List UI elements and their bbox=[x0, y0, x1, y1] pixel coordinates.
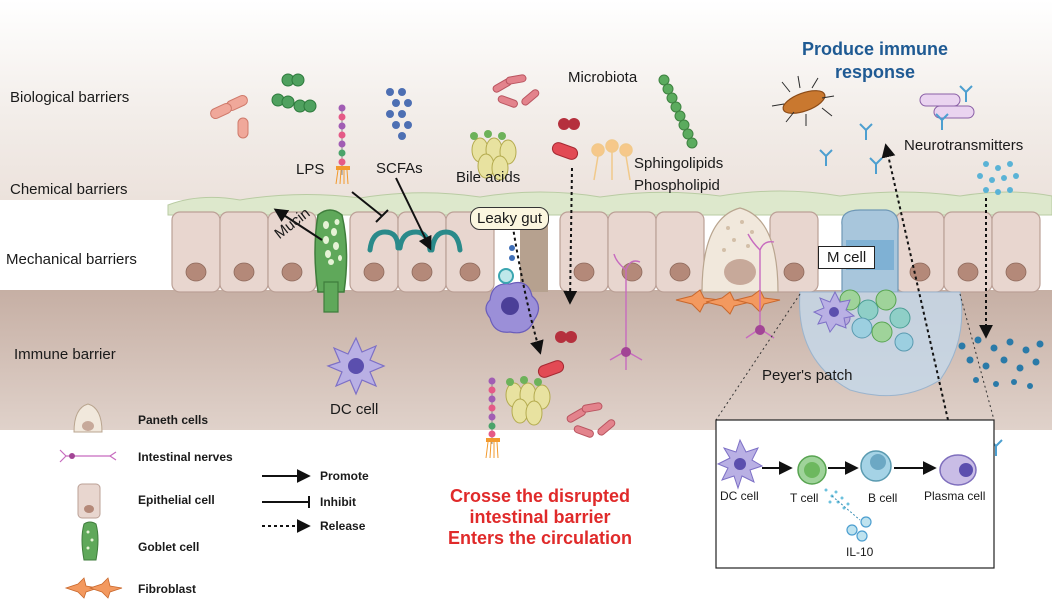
label-dc-cell: DC cell bbox=[330, 401, 379, 418]
neurotransmitters-top bbox=[977, 161, 1019, 195]
legend-label-nerves: Intestinal nerves bbox=[138, 450, 233, 464]
lps-top bbox=[335, 104, 350, 185]
legend-fibroblast-icon bbox=[64, 577, 123, 599]
diplococci-red bbox=[555, 118, 580, 343]
legend-label-release: Release bbox=[320, 519, 366, 533]
crosse-line1: Crosse the disrupted bbox=[449, 486, 631, 506]
inset-box bbox=[715, 419, 995, 569]
crosse-barrier-text: Crosse the disrupted intestinal barrier … bbox=[430, 486, 650, 550]
promote-arrows bbox=[273, 177, 432, 251]
legend-paneth-icon bbox=[73, 403, 103, 433]
inhibit-arrow bbox=[351, 191, 389, 223]
label-sphingolipids: Sphingolipids bbox=[634, 155, 724, 172]
label-neurotransmitters: Neurotransmitters bbox=[904, 137, 1024, 154]
inset-cells bbox=[716, 438, 977, 490]
produce-immune-response: Produce immune response bbox=[780, 38, 970, 83]
bacteria-pink-bottom bbox=[566, 402, 616, 438]
fibroblasts bbox=[675, 289, 781, 315]
label-phospholipid: Phospholipid bbox=[634, 177, 720, 194]
macrophage bbox=[485, 245, 540, 334]
label-leaky-gut: Leaky gut bbox=[470, 207, 550, 230]
legend-epithelial-icon bbox=[77, 483, 101, 519]
paneth-crypt bbox=[701, 207, 779, 293]
crosse-line3: Enters the circulation bbox=[447, 528, 633, 549]
bile-acids-bottom bbox=[505, 382, 551, 426]
microbiota-chain bbox=[658, 74, 698, 149]
label-microbiota: Microbiota bbox=[568, 69, 638, 86]
bile-green-bottom bbox=[506, 376, 542, 386]
legend-label-fibroblast: Fibroblast bbox=[138, 582, 197, 596]
legend-label-paneth: Paneth cells bbox=[138, 413, 209, 427]
legend-label-epithelial: Epithelial cell bbox=[138, 493, 215, 507]
bacteria-cocci-green bbox=[271, 73, 317, 113]
label-peyers-patch: Peyer's patch bbox=[762, 367, 853, 384]
bacteria-bacilli-pink bbox=[210, 94, 249, 139]
mucus-layer bbox=[167, 190, 1052, 216]
label-bile-acids: Bile acids bbox=[456, 169, 521, 186]
dc-cell bbox=[326, 336, 386, 396]
produce-immune-line1: Produce immune bbox=[801, 39, 949, 59]
neurotransmitters-bottom bbox=[958, 336, 1044, 389]
inset-label-b-cell: B cell bbox=[868, 491, 898, 505]
il10-molecules bbox=[846, 516, 872, 542]
label-lps: LPS bbox=[296, 161, 325, 178]
bacteria-pink-top bbox=[492, 74, 540, 108]
bacilli-red bbox=[537, 142, 579, 378]
label-biological-barriers: Biological barriers bbox=[10, 89, 130, 106]
sphingolipids bbox=[591, 139, 633, 181]
label-mechanical-barriers: Mechanical barriers bbox=[6, 251, 137, 268]
crosse-line2: intestinal barrier bbox=[469, 507, 611, 528]
lps-bottom bbox=[485, 377, 500, 459]
legend-label-promote: Promote bbox=[320, 469, 369, 483]
label-scfas: SCFAs bbox=[376, 160, 423, 177]
immune-cells-cluster bbox=[833, 289, 914, 352]
label-chemical-barriers: Chemical barriers bbox=[10, 181, 128, 198]
goblet-cell bbox=[314, 209, 348, 313]
inset-label-plasma-cell: Plasma cell bbox=[924, 489, 986, 503]
produce-immune-line2: response bbox=[834, 61, 916, 82]
capsule-bacteria bbox=[919, 93, 975, 119]
legend-label-goblet: Goblet cell bbox=[138, 540, 200, 554]
flagellated-bacterium bbox=[771, 75, 835, 126]
leaky-gap bbox=[520, 215, 548, 292]
inset-label-t-cell: T cell bbox=[790, 491, 819, 505]
bile-acids-top bbox=[471, 137, 517, 181]
legend-goblet-icon bbox=[81, 521, 99, 561]
label-immune-barrier: Immune barrier bbox=[14, 346, 116, 363]
il10-particles bbox=[824, 488, 850, 510]
epithelial-layer bbox=[171, 211, 1041, 293]
scfa-molecules bbox=[386, 88, 412, 140]
legend-label-inhibit: Inhibit bbox=[320, 495, 356, 509]
label-m-cell: M cell bbox=[818, 246, 876, 269]
dc-cell-small bbox=[812, 290, 856, 334]
legend-arrows bbox=[262, 469, 311, 533]
bile-green-top bbox=[470, 130, 506, 140]
inset-label-il10: IL-10 bbox=[846, 545, 874, 559]
inset-zoom-lines bbox=[715, 293, 995, 421]
inset-label-dc-cell: DC cell bbox=[720, 489, 759, 503]
